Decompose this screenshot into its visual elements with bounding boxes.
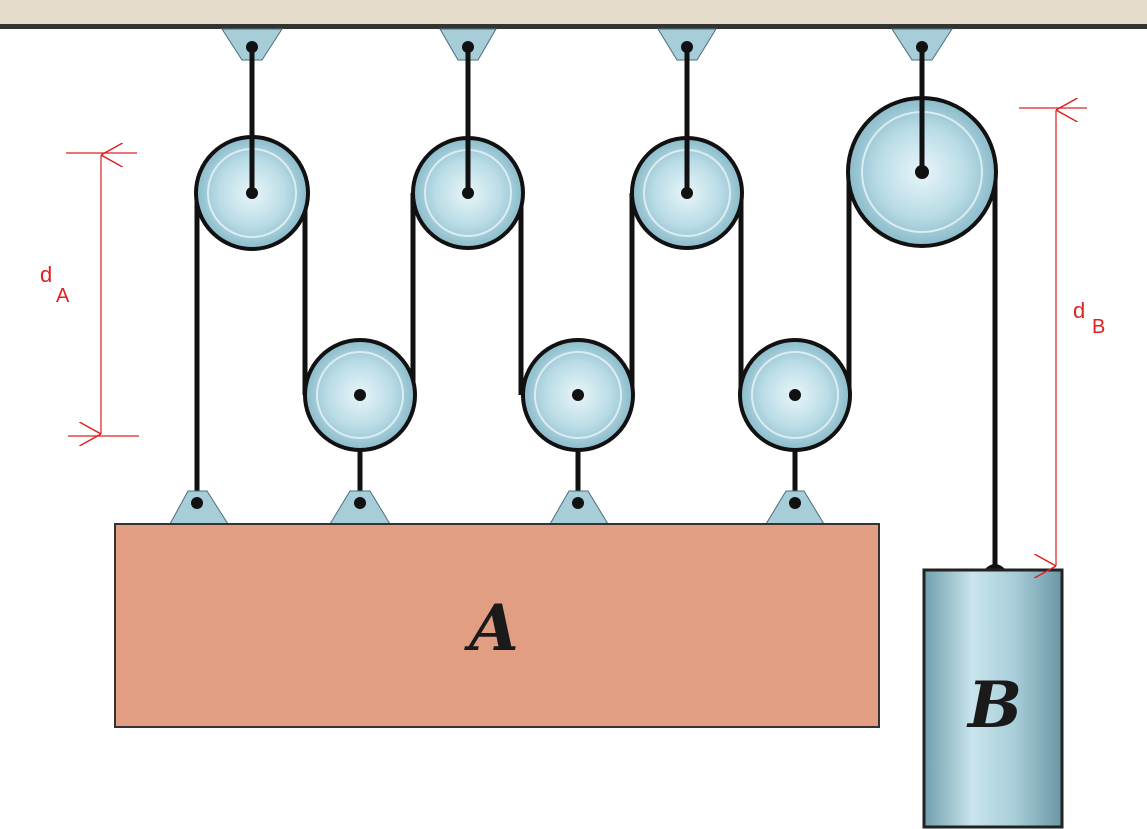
dimension-db-symbol: d	[1073, 298, 1085, 323]
block-a-label: A	[464, 591, 519, 666]
upper-pulley-1	[194, 135, 310, 251]
block-a: A	[114, 523, 880, 728]
ceiling-mounts	[221, 28, 953, 61]
dimension-da-symbol: d	[40, 262, 52, 287]
rope	[194, 172, 998, 566]
lower-pulley-2	[521, 338, 635, 452]
lower-pulleys	[303, 338, 852, 452]
dimension-da	[66, 153, 139, 436]
block-b: B	[922, 564, 1064, 829]
dimension-db-subscript: B	[1092, 316, 1105, 338]
block-mounts	[169, 490, 825, 525]
upper-pulleys	[194, 96, 998, 251]
upper-pulley-2	[411, 136, 525, 250]
lower-pulley-3	[738, 338, 852, 452]
dimension-db	[1019, 108, 1087, 566]
lower-pulley-1	[303, 338, 417, 452]
dimension-da-subscript: A	[56, 285, 70, 307]
block-b-label: B	[966, 668, 1022, 743]
ceiling	[0, 0, 1147, 29]
upper-pulley-3	[630, 136, 744, 250]
upper-pulley-4-large	[846, 96, 998, 248]
